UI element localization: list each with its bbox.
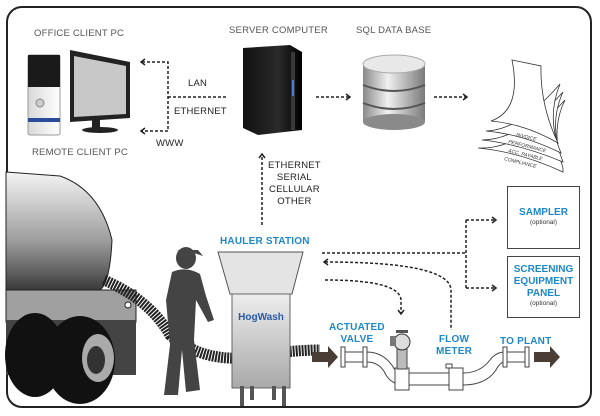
- control-connectors: [322, 219, 495, 330]
- link-ethernet: ETHERNET: [268, 160, 321, 171]
- server-icon: [243, 45, 302, 135]
- office-client-label: OFFICE CLIENT PC: [34, 28, 125, 39]
- screening-title-2: EQUIPMENT: [513, 276, 574, 287]
- tanker-truck-icon: [5, 171, 137, 404]
- valve-label-1: ACTUATED: [329, 322, 385, 333]
- pipeline-icon: [340, 346, 530, 391]
- sampler-box: SAMPLER (optional): [507, 186, 580, 249]
- lan-arrowheads: [139, 58, 146, 135]
- inflow-arrow-icon: [312, 346, 338, 368]
- pc-tower-icon: [27, 54, 61, 136]
- lan-connector: [142, 61, 227, 132]
- report-invoice: INVOICE: [516, 132, 538, 143]
- remote-client-label: REMOTE CLIENT PC: [32, 147, 128, 158]
- ethernet-label: ETHERNET: [174, 106, 227, 117]
- database-icon: [362, 54, 426, 130]
- hose-icon: [101, 274, 321, 364]
- station-link: [258, 152, 266, 225]
- connector-arrowheads: [322, 216, 498, 316]
- screening-box: SCREENING EQUIPMENT PANEL (optional): [507, 256, 580, 318]
- link-other: OTHER: [277, 196, 312, 207]
- station-link-labels: ETHERNET SERIAL CELLULAR OTHER: [268, 160, 321, 208]
- hauler-station-label: HAULER STATION: [220, 236, 310, 247]
- monitor-icon: [70, 50, 130, 133]
- database-label: SQL DATA BASE: [356, 25, 432, 36]
- actuated-valve-icon: [390, 330, 411, 370]
- www-label: WWW: [156, 138, 184, 149]
- sampler-title: SAMPLER: [519, 207, 568, 218]
- link-cellular: CELLULAR: [269, 184, 320, 195]
- screening-title-3: PANEL: [526, 288, 561, 299]
- brand-logo: HogWash: [238, 312, 284, 323]
- valve-label-2: VALVE: [340, 334, 374, 345]
- outflow-arrow-icon: [534, 346, 560, 368]
- data-flow-arrows: [316, 93, 469, 101]
- screening-title-1: SCREENING: [513, 264, 574, 275]
- to-plant-label: TO PLANT: [500, 336, 552, 347]
- meter-label-1: FLOW: [438, 334, 470, 345]
- reports-stack-icon: [477, 59, 566, 173]
- screening-note: (optional): [529, 300, 558, 307]
- hauler-station-icon: [217, 251, 304, 406]
- flow-meter-label: FLOW METER: [436, 334, 472, 358]
- link-serial: SERIAL: [276, 172, 312, 183]
- sampler-note: (optional): [529, 219, 558, 226]
- lan-label: LAN: [188, 78, 208, 89]
- operator-silhouette-icon: [164, 247, 214, 395]
- actuated-valve-label: ACTUATED VALVE: [329, 322, 385, 346]
- server-label: SERVER COMPUTER: [229, 25, 328, 36]
- meter-label-2: METER: [436, 346, 472, 357]
